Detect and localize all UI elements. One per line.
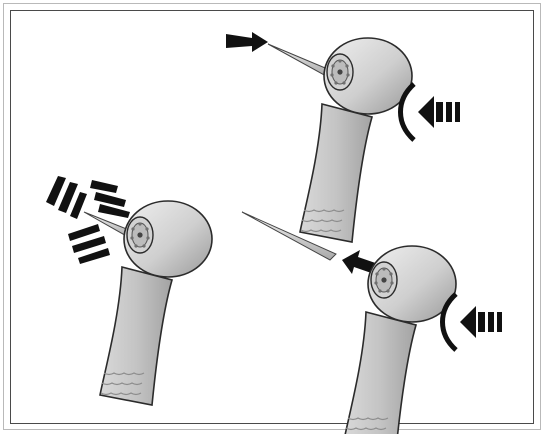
panel-insert-bur: [226, 32, 460, 242]
panel-bur-check: [46, 176, 212, 405]
handpiece-icon: [344, 246, 456, 434]
handpiece-icon: [100, 201, 212, 405]
press-button-arrow-icon: [401, 84, 461, 140]
bur-icon: [268, 44, 330, 76]
wobble-icon: [46, 176, 130, 264]
push-arrow-icon: [226, 32, 268, 52]
press-button-arrow-icon: [443, 294, 503, 350]
panel-bur-ejected: [242, 212, 502, 434]
